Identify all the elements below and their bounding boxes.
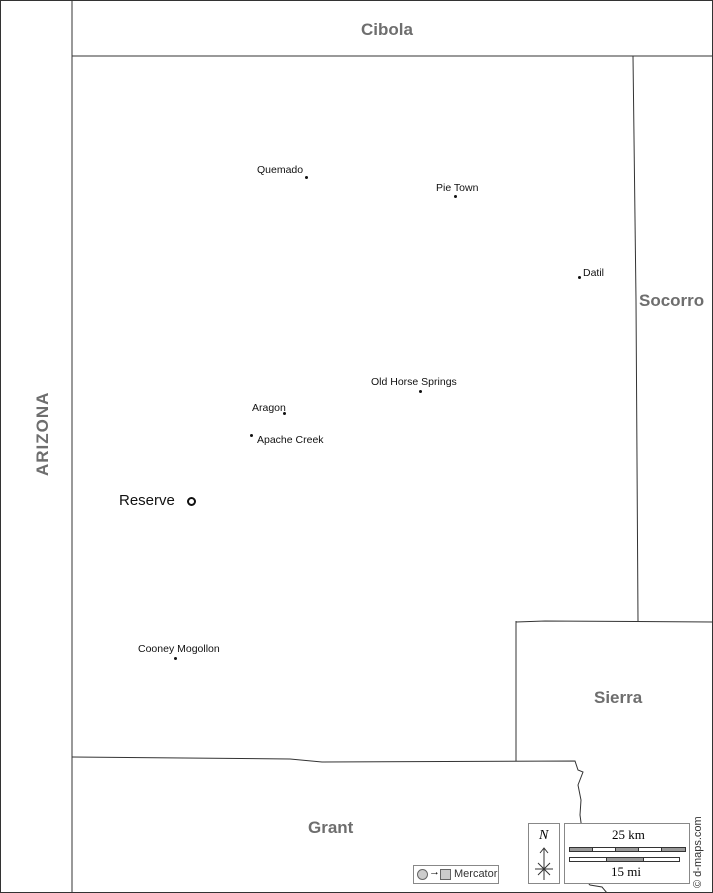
town-dot [419, 390, 422, 393]
county-seat-label: Reserve [119, 492, 175, 509]
town-dot [454, 195, 457, 198]
town-dot [250, 434, 253, 437]
square-icon [440, 869, 451, 880]
town-dot [305, 176, 308, 179]
socorro-border [632, 55, 639, 622]
town-label: Datil [583, 267, 605, 279]
town-label: Quemado [257, 164, 304, 176]
scale-mi-label: 15 mi [611, 864, 641, 879]
town-label: Aragon [252, 402, 286, 414]
scale-bars [569, 847, 686, 862]
projection-label: Mercator [454, 868, 498, 880]
sierra-north-border [515, 620, 713, 623]
town-label: Cooney Mogollon [138, 643, 220, 655]
scale-km-label: 25 km [612, 827, 645, 842]
town-dot [283, 412, 286, 415]
north-label: N [539, 828, 549, 843]
compass-icon [535, 847, 553, 880]
region-grant: Grant [308, 818, 354, 837]
town-label: Old Horse Springs [371, 376, 457, 388]
town-dot [174, 657, 177, 660]
town-label: Apache Creek [257, 434, 324, 446]
globe-icon [417, 869, 428, 880]
region-socorro: Socorro [639, 291, 705, 310]
region-sierra: Sierra [594, 688, 643, 707]
north-arrow: N [528, 823, 560, 884]
arrow-icon: → [429, 866, 440, 878]
town-dot [578, 276, 581, 279]
region-arizona: ARIZONA [33, 391, 52, 476]
credit-label: © d-maps.com [692, 816, 704, 888]
region-cibola: Cibola [361, 20, 413, 39]
county-seat-marker [187, 497, 196, 506]
projection-legend: → Mercator [413, 865, 499, 884]
town-label: Pie Town [436, 182, 479, 194]
scale-bar: 25 km 15 mi [564, 823, 690, 884]
